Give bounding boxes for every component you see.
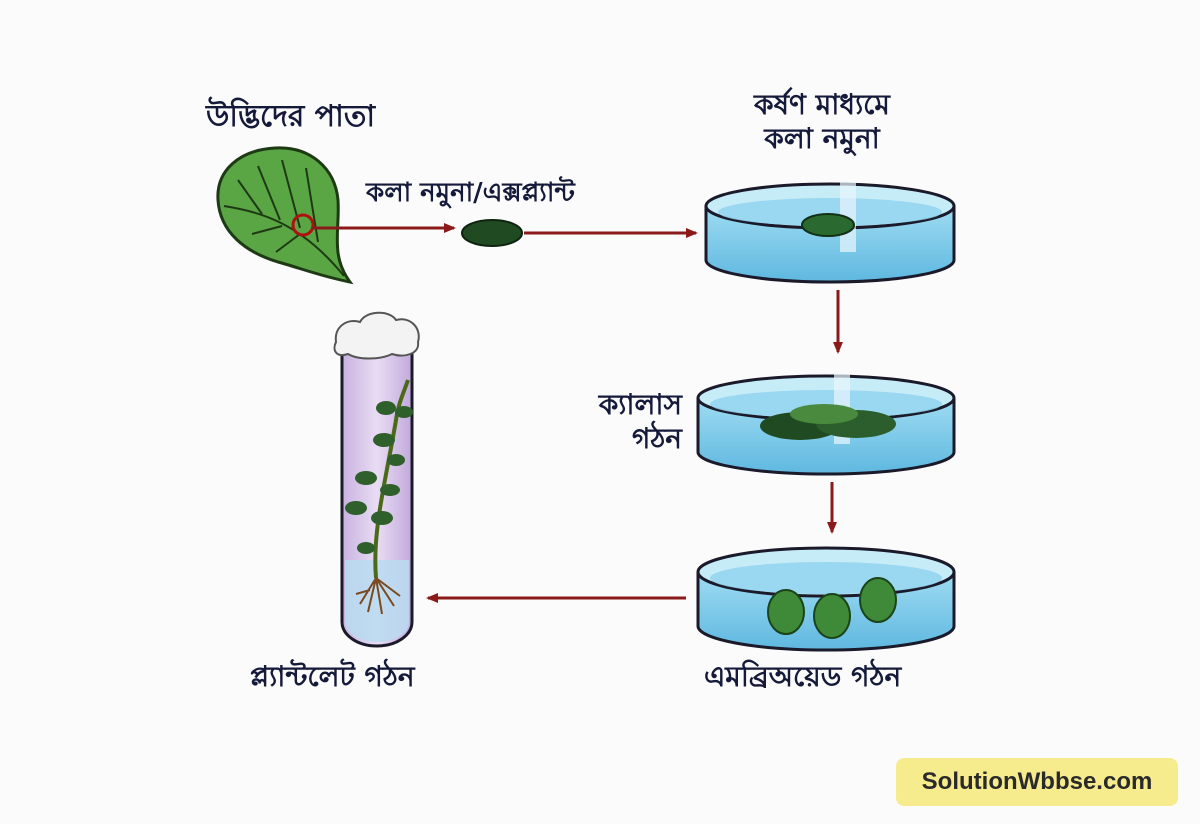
- label-culture-medium: কর্ষণ মাধ্যমে কলা নমুনা: [722, 88, 922, 156]
- label-callus-line1: ক্যালাস: [598, 388, 682, 421]
- explant-in-medium: [801, 213, 855, 237]
- label-culture-line1: কর্ষণ মাধ্যমে: [754, 88, 890, 121]
- leaf-illustration: [216, 146, 354, 285]
- watermark-badge: SolutionWbbse.com: [896, 758, 1178, 806]
- label-culture-line2: কলা নমুনা: [764, 122, 880, 155]
- label-plant-leaf: উদ্ভিদের পাতা: [206, 99, 376, 134]
- label-embryoid-formation: এমব্রিঅয়েড গঠন: [704, 660, 902, 693]
- explant-tissue: [461, 219, 523, 247]
- embryoid-clusters: [767, 577, 897, 639]
- label-plantlet-formation: প্ল্যান্টলেট গঠন: [250, 660, 415, 693]
- petri-dish-callus: [696, 374, 956, 476]
- test-tube-plantlet: [333, 311, 420, 648]
- callus-mass: [760, 404, 896, 440]
- label-callus-line2: গঠন: [631, 422, 682, 455]
- label-callus-formation: ক্যালাস গঠন: [552, 388, 682, 456]
- cotton-plug: [333, 311, 420, 360]
- petri-dish-culture: [704, 182, 956, 284]
- petri-dish-embryoid: [696, 546, 956, 652]
- label-explant: কলা নমুনা/এক্সপ্ল্যান্ট: [366, 178, 575, 208]
